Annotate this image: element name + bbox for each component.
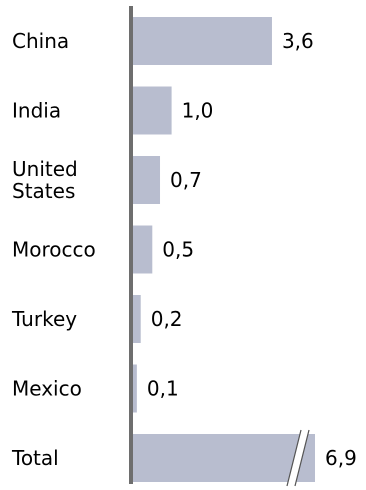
- value-label-united-states: 0,7: [170, 168, 202, 192]
- category-label-line: Mexico: [12, 377, 82, 401]
- category-label-line: States: [12, 179, 75, 203]
- value-label-total: 6,9: [325, 446, 357, 470]
- bar-china: [133, 17, 272, 65]
- value-label-china: 3,6: [282, 29, 314, 53]
- bar-united-states: [133, 156, 161, 204]
- category-label-turkey: Turkey: [11, 307, 77, 331]
- value-label-india: 1,0: [182, 99, 214, 123]
- category-label-line: Total: [11, 446, 59, 470]
- category-label-line: United: [12, 157, 78, 181]
- category-label-line: China: [12, 29, 69, 53]
- bar-total: [133, 434, 315, 482]
- bar-morocco: [133, 225, 153, 274]
- category-label-line: India: [12, 99, 61, 123]
- value-label-mexico: 0,1: [147, 377, 179, 401]
- bar-india: [133, 86, 172, 135]
- category-label-total: Total: [11, 446, 59, 470]
- bar-turkey: [133, 295, 141, 343]
- category-label-morocco: Morocco: [12, 238, 96, 262]
- category-label-line: Turkey: [11, 307, 77, 331]
- axis-break-gap: [287, 430, 309, 486]
- category-label-mexico: Mexico: [12, 377, 82, 401]
- category-label-india: India: [12, 99, 61, 123]
- y-axis-line: [129, 6, 133, 484]
- axis-break-line-right: [294, 429, 310, 487]
- axis-break-line-left: [286, 429, 302, 487]
- bar-mexico: [133, 364, 137, 413]
- category-label-line: Morocco: [12, 238, 96, 262]
- category-label-china: China: [12, 29, 69, 53]
- axis-break-marker: [286, 429, 310, 487]
- value-label-morocco: 0,5: [162, 238, 194, 262]
- value-label-turkey: 0,2: [151, 307, 183, 331]
